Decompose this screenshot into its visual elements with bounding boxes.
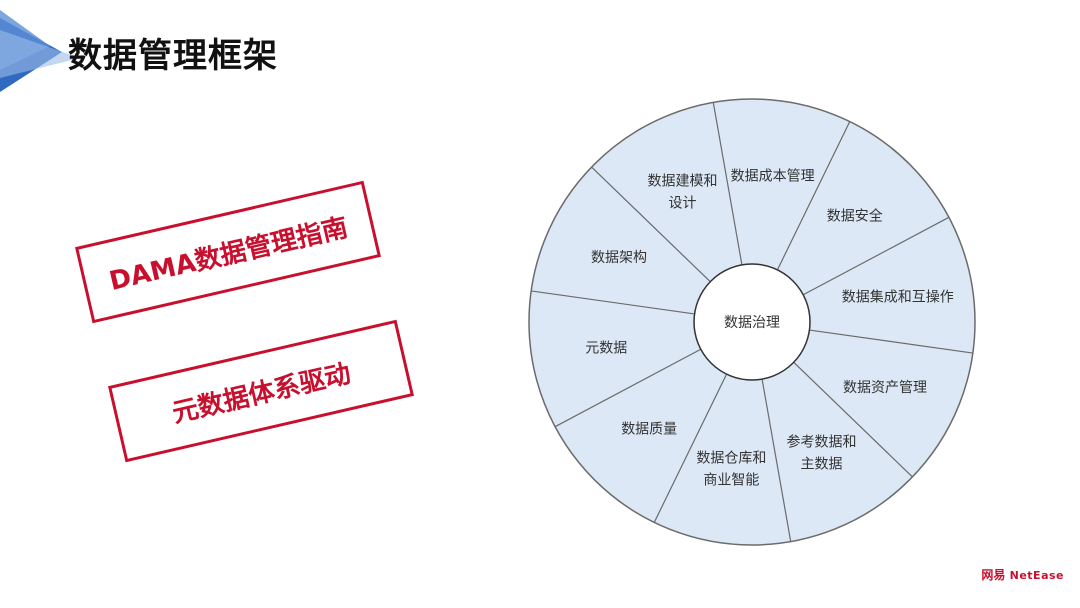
wheel-center-circle — [693, 263, 811, 381]
wheel-center-label: 数据治理 — [724, 315, 780, 331]
brand-cn: 网易 — [981, 568, 1006, 582]
wheel-divider — [554, 348, 702, 428]
wheel-divider — [591, 166, 711, 283]
wheel-segment-label: 数据成本管理 — [731, 168, 815, 184]
wheel-divider — [761, 379, 792, 542]
wheel-segment-label: 数据质量 — [621, 421, 677, 437]
wheel-segment-label: 数据建模和设计 — [648, 173, 718, 211]
wheel-divider — [809, 329, 973, 354]
wheel-segment-label: 数据仓库和商业智能 — [696, 451, 766, 489]
netease-logo: 网易 NetEase — [981, 566, 1064, 583]
wheel-divider — [653, 373, 728, 523]
wheel-segment-label: 数据安全 — [827, 208, 883, 225]
page-title: 数据管理框架 — [68, 36, 278, 76]
wheel-divider — [793, 361, 913, 478]
brand-en: NetEase — [1009, 569, 1064, 582]
corner-decoration — [0, 10, 80, 92]
wheel-segment-label: 参考数据和主数据 — [786, 434, 856, 473]
wheel-segment-label: 数据资产管理 — [843, 380, 927, 396]
wheel-divider — [776, 121, 851, 271]
wheel-segment-label: 元数据 — [585, 341, 627, 357]
wheel-segment-label: 数据集成和互操作 — [842, 288, 954, 305]
wheel-divider — [531, 290, 695, 315]
wheel-segment-label: 数据架构 — [591, 250, 647, 266]
wheel-divider — [712, 102, 743, 265]
wheel-divider — [802, 216, 950, 296]
